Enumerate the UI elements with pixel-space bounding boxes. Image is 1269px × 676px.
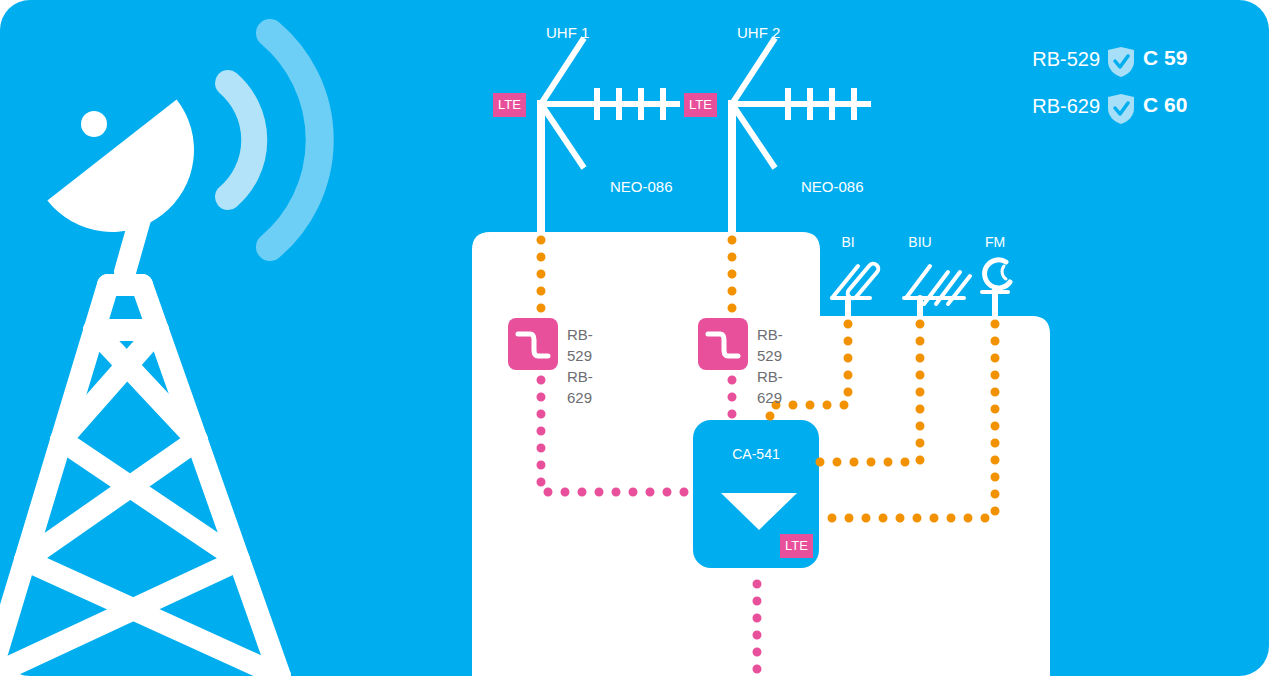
lte-badge: LTE bbox=[780, 534, 813, 558]
product-code: RB-529 bbox=[1032, 48, 1100, 71]
uhf-antenna bbox=[732, 38, 871, 232]
dish-feed bbox=[81, 111, 107, 137]
amplifier-box: CA-541LTE bbox=[693, 420, 819, 568]
antenna-node: FM bbox=[972, 232, 1018, 318]
shield-icon bbox=[1108, 47, 1134, 77]
antenna-node: BI bbox=[825, 232, 871, 318]
antenna-label: UHF 1 bbox=[546, 24, 589, 41]
fm-antenna bbox=[982, 260, 1010, 318]
lte-badge: LTE bbox=[684, 93, 717, 117]
signal-connector bbox=[819, 318, 920, 462]
amplifier-symbol bbox=[693, 420, 819, 568]
biu-antenna bbox=[904, 266, 970, 318]
signal-connector bbox=[537, 232, 546, 318]
antenna-label: BIU bbox=[897, 234, 943, 250]
signal-connector bbox=[728, 370, 737, 420]
antenna-label: FM bbox=[972, 234, 1018, 250]
uhf-antenna-node: UHF 1 LTE NEO-086 bbox=[486, 18, 686, 232]
shield-icon bbox=[1108, 94, 1134, 124]
signal-connector bbox=[728, 232, 737, 318]
filter-box: RB-529 RB-629 bbox=[698, 318, 748, 370]
tower-illustration bbox=[0, 212, 280, 676]
output-line bbox=[753, 584, 762, 676]
amplifier-label: CA-541 bbox=[693, 446, 819, 462]
signal-wave bbox=[270, 33, 320, 247]
uhf-antenna bbox=[541, 38, 680, 232]
catalog-page: C 59 bbox=[1143, 46, 1187, 70]
antenna-label: UHF 2 bbox=[737, 24, 780, 41]
filter-symbol bbox=[698, 318, 748, 370]
signal-wave bbox=[228, 83, 254, 197]
satellite-dish bbox=[47, 100, 227, 266]
signal-connector bbox=[819, 318, 995, 518]
antenna-label: BI bbox=[825, 234, 871, 250]
uhf-antenna-node: UHF 2 LTE NEO-086 bbox=[677, 18, 877, 232]
filter-label: RB-529 RB-629 bbox=[757, 324, 783, 408]
building-panel bbox=[472, 232, 1050, 676]
model-label: NEO-086 bbox=[610, 178, 673, 195]
bi-antenna bbox=[832, 262, 880, 318]
product-code: RB-629 bbox=[1032, 95, 1100, 118]
filter-symbol bbox=[508, 318, 558, 370]
filter-box: RB-529 RB-629 bbox=[508, 318, 558, 370]
signal-connector bbox=[541, 370, 693, 492]
antenna-node: BIU bbox=[897, 232, 943, 318]
model-label: NEO-086 bbox=[801, 178, 864, 195]
catalog-page: C 60 bbox=[1143, 93, 1187, 117]
filter-label: RB-529 RB-629 bbox=[567, 324, 593, 408]
lte-badge: LTE bbox=[493, 93, 526, 117]
